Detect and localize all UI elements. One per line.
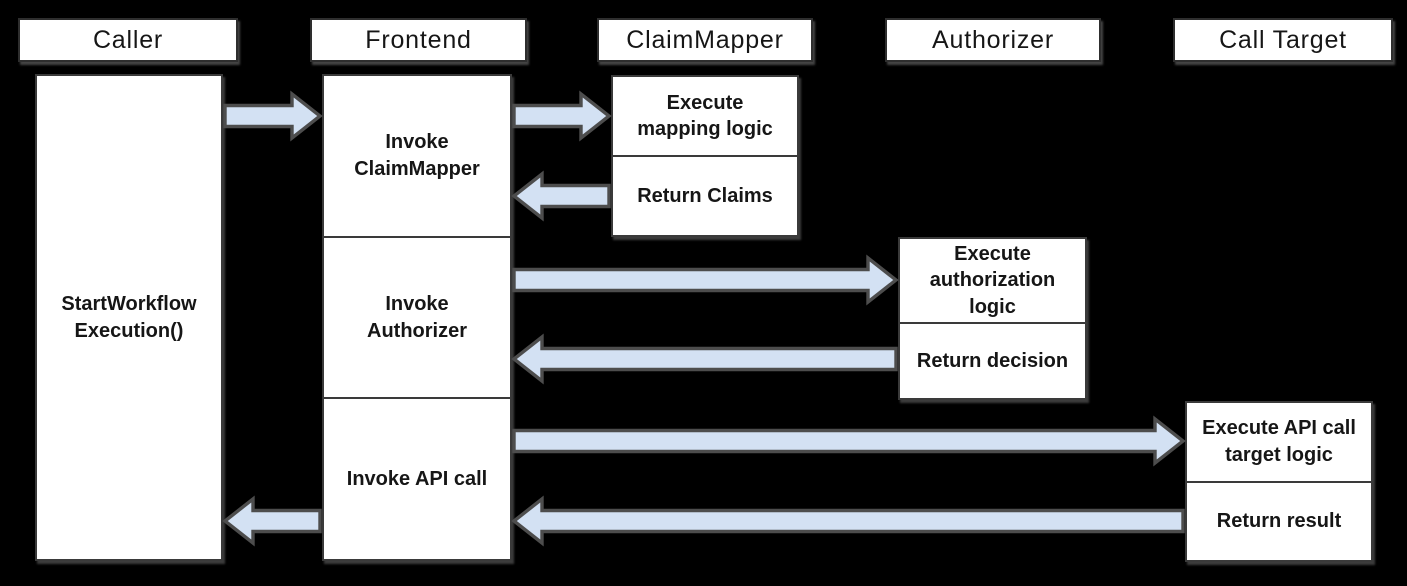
step-return-decision: Return decision xyxy=(900,322,1085,398)
step-return-result: Return result xyxy=(1187,480,1371,561)
arrow-return-claims xyxy=(511,170,611,222)
step-invoke-claimmapper: Invoke ClaimMapper xyxy=(354,131,480,180)
activation-call-target: Execute API call target logic Return res… xyxy=(1185,401,1373,562)
step-execute-mapping-logic: Execute mapping logic xyxy=(637,91,773,140)
lane-header-authorizer: Authorizer xyxy=(885,18,1101,62)
activation-caller: StartWorkflow Execution() xyxy=(35,74,223,561)
lane-header-frontend: Frontend xyxy=(310,18,527,62)
arrow-call-frontend xyxy=(223,90,323,142)
activation-claimmapper: Execute mapping logic Return Claims xyxy=(611,75,799,237)
step-invoke-authorizer: Invoke Authorizer xyxy=(324,235,510,398)
step-execute-authorization-logic: Execute authorization logic xyxy=(929,243,1056,318)
step-invoke-api-call: Invoke API call xyxy=(324,397,510,559)
arrow-return-to-caller xyxy=(222,495,322,547)
step-return-claims: Return Claims xyxy=(613,155,797,235)
lane-header-caller: Caller xyxy=(18,18,238,62)
step-execute-api-call-target-logic: Execute API call target logic xyxy=(1202,417,1356,466)
activation-frontend: Invoke ClaimMapper Invoke Authorizer Inv… xyxy=(322,74,512,561)
arrow-return-decision xyxy=(511,333,898,385)
lane-header-claimmapper: ClaimMapper xyxy=(597,18,813,62)
arrow-invoke-api-call xyxy=(512,415,1186,467)
arrow-invoke-claimmapper xyxy=(512,90,612,142)
step-startworkflowexecution: StartWorkflow Execution() xyxy=(61,293,197,342)
arrow-invoke-authorizer xyxy=(512,254,899,306)
lane-header-call-target: Call Target xyxy=(1173,18,1393,62)
activation-authorizer: Execute authorization logic Return decis… xyxy=(898,237,1087,400)
arrow-return-result xyxy=(511,495,1185,547)
